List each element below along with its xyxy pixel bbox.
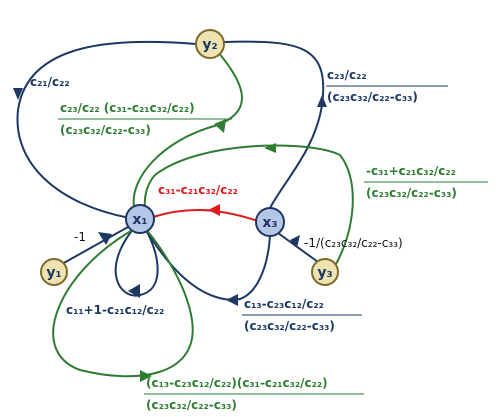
label-y2-x1-green-num: c₂₃/c₂₂ (c₃₁-c₂₁c₃₂/c₂₂) — [60, 101, 195, 115]
label-y3-x3: -1/(c₂₃c₃₂/c₂₂-c₃₃) — [304, 236, 403, 250]
edge-x3-x1 — [152, 208, 259, 222]
edge-x1-x3 — [144, 227, 271, 302]
edge-x1-green-self — [52, 227, 194, 378]
edge-y3-x1-green — [143, 144, 354, 265]
label-y1-x1: -1 — [74, 230, 86, 244]
arrow-x1-green-self — [140, 370, 152, 382]
node-y2-label: y₂ — [202, 37, 217, 53]
edge-y2-x3 — [223, 40, 325, 209]
arrow-y2-x1-green — [214, 119, 226, 133]
node-y2[interactable]: y₂ — [195, 29, 225, 59]
label-x1-x3-den: (c₂₃c₃₂/c₂₂-c₃₃) — [244, 319, 335, 333]
node-x3[interactable]: x₃ — [255, 207, 285, 237]
label-x1-self: c₁₁+1-c₂₁c₁₂/c₂₂ — [66, 303, 164, 317]
node-x3-label: x₃ — [262, 215, 277, 231]
node-x1[interactable]: x₁ — [125, 204, 155, 234]
edge-y1-x1 — [61, 226, 129, 265]
arrow-y2-x3 — [317, 95, 327, 107]
arrow-y1-x1 — [98, 232, 112, 245]
node-y1[interactable]: y₁ — [40, 258, 68, 286]
label-y2-x1: c₂₁/c₂₂ — [30, 75, 70, 89]
label-y2-x1-green-den: (c₂₃c₃₂/c₂₂-c₃₃) — [60, 123, 151, 137]
arrow-y3-x3 — [290, 235, 300, 248]
label-y2-x3-num: c₂₃/c₂₂ — [327, 68, 367, 82]
edge-y3-x3 — [277, 232, 319, 263]
label-x1-green-self-num: (c₁₃-c₂₃c₁₂/c₂₂)(c₃₁-c₂₁c₃₂/c₂₂) — [146, 376, 328, 390]
label-x1-x3-num: c₁₃-c₂₃c₁₂/c₂₂ — [244, 297, 324, 311]
node-y3-label: y₃ — [317, 265, 332, 281]
arrow-x3-x1 — [208, 204, 220, 216]
node-y1-label: y₁ — [46, 265, 61, 281]
label-y3-x1-den: (c₂₃c₃₂/c₂₂-c₃₃) — [366, 186, 457, 200]
edge-y2-x1 — [16, 40, 197, 219]
arrow-y2-x1 — [13, 88, 23, 100]
label-x1-green-self-den: (c₂₃c₃₂/c₂₂-c₃₃) — [146, 398, 237, 412]
arrow-x1-self — [128, 284, 140, 298]
node-x1-label: x₁ — [132, 212, 147, 228]
node-y3[interactable]: y₃ — [311, 258, 339, 286]
arrow-y3-x1-green — [264, 143, 276, 153]
arrow-x1-x3 — [226, 294, 238, 306]
label-y2-x3-den: (c₂₃c₃₂/c₂₂-c₃₃) — [327, 90, 418, 104]
label-y3-x1-num: -c₃₁+c₂₁c₃₂/c₂₂ — [366, 164, 456, 178]
label-x3-x1: c₃₁-c₂₁c₃₂/c₂₂ — [158, 183, 238, 197]
